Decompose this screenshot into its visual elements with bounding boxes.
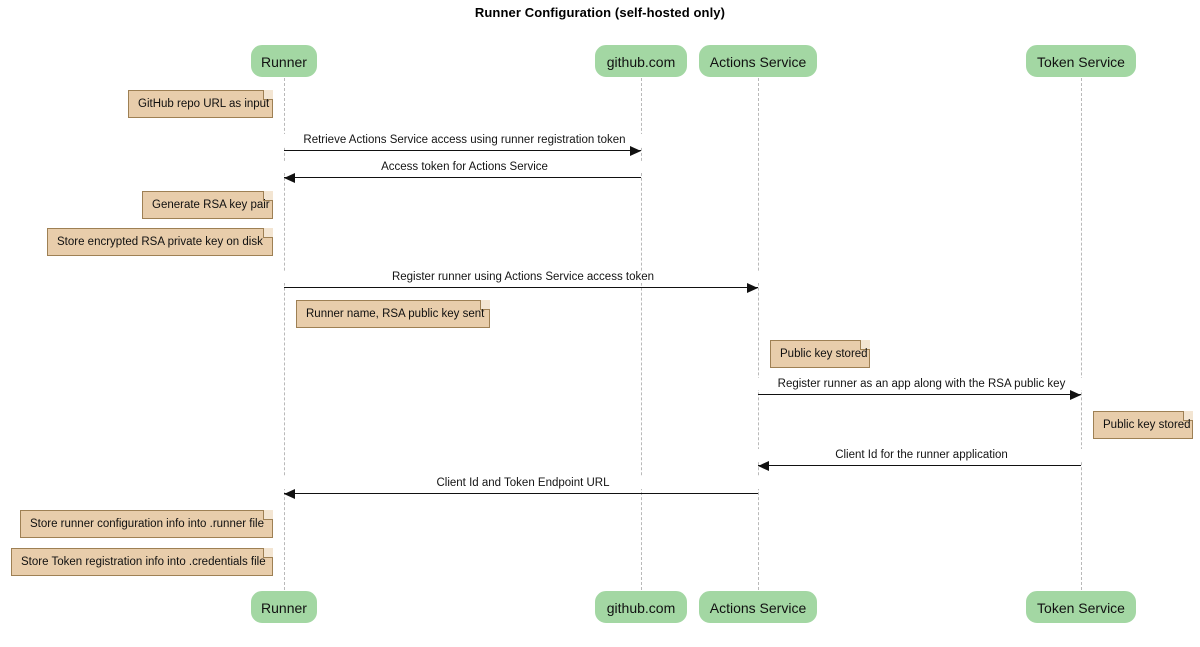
arrowhead-right-icon-m4 (1070, 390, 1081, 400)
participant-github-bottom[interactable]: github.com (595, 591, 687, 623)
message-label-m3: Register runner using Actions Service ac… (284, 271, 762, 283)
participant-token-bottom[interactable]: Token Service (1026, 591, 1136, 623)
note-n1: GitHub repo URL as input (128, 90, 273, 118)
arrowhead-left-icon-m6 (284, 489, 295, 499)
message-line-m6 (284, 493, 758, 494)
note-fold-corner-icon (1183, 411, 1193, 421)
message-label-m6: Client Id and Token Endpoint URL (284, 477, 762, 489)
note-text: Store encrypted RSA private key on disk (57, 236, 263, 248)
note-text: Public key stored (780, 348, 868, 360)
note-fold-corner-icon (860, 340, 870, 350)
message-line-m3 (284, 287, 758, 288)
note-text: Public key stored (1103, 419, 1191, 431)
note-text: Runner name, RSA public key sent (306, 308, 485, 320)
message-line-m5 (758, 465, 1081, 466)
note-n7: Store runner configuration info into .ru… (20, 510, 273, 538)
note-fold-corner-icon (263, 228, 273, 238)
note-n2: Generate RSA key pair (142, 191, 273, 219)
arrowhead-left-icon-m5 (758, 461, 769, 471)
participant-actions-bottom[interactable]: Actions Service (699, 591, 817, 623)
message-label-m1: Retrieve Actions Service access using ru… (284, 134, 645, 146)
message-line-m2 (284, 177, 641, 178)
note-fold-corner-icon (263, 510, 273, 520)
note-fold-corner-icon (263, 548, 273, 558)
note-n8: Store Token registration info into .cred… (11, 548, 273, 576)
note-fold-corner-icon (263, 90, 273, 100)
note-text: GitHub repo URL as input (138, 98, 270, 110)
participant-actions-top[interactable]: Actions Service (699, 45, 817, 77)
note-text: Store runner configuration info into .ru… (30, 518, 264, 530)
arrowhead-right-icon-m1 (630, 146, 641, 156)
note-n5: Public key stored (770, 340, 870, 368)
message-label-m2: Access token for Actions Service (284, 161, 645, 173)
participant-runner-top[interactable]: Runner (251, 45, 317, 77)
lifeline-token (1081, 78, 1082, 590)
message-line-m1 (284, 150, 641, 151)
message-label-m4: Register runner as an app along with the… (758, 378, 1085, 390)
message-label-m5: Client Id for the runner application (758, 449, 1085, 461)
arrowhead-left-icon-m2 (284, 173, 295, 183)
lifeline-runner (284, 78, 285, 590)
lifeline-actions (758, 78, 759, 590)
note-text: Store Token registration info into .cred… (21, 556, 266, 568)
lifeline-github (641, 78, 642, 590)
note-fold-corner-icon (263, 191, 273, 201)
note-n3: Store encrypted RSA private key on disk (47, 228, 273, 256)
participant-runner-bottom[interactable]: Runner (251, 591, 317, 623)
participant-github-top[interactable]: github.com (595, 45, 687, 77)
page-title: Runner Configuration (self-hosted only) (474, 5, 726, 20)
participant-token-top[interactable]: Token Service (1026, 45, 1136, 77)
note-n6: Public key stored (1093, 411, 1193, 439)
note-n4: Runner name, RSA public key sent (296, 300, 490, 328)
note-fold-corner-icon (480, 300, 490, 310)
message-line-m4 (758, 394, 1081, 395)
note-text: Generate RSA key pair (152, 199, 270, 211)
arrowhead-right-icon-m3 (747, 283, 758, 293)
